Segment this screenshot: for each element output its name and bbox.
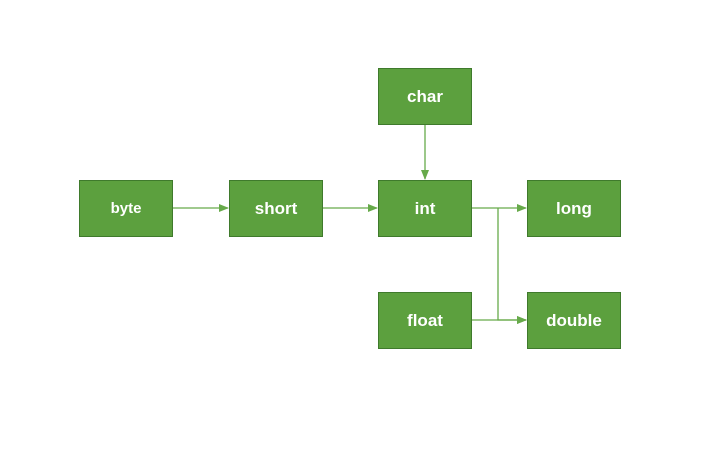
node-float-label: float [407, 310, 443, 330]
node-int: int [378, 180, 472, 237]
node-byte: byte [79, 180, 173, 237]
node-short-label: short [254, 198, 298, 218]
node-float: float [378, 292, 472, 349]
node-char: char [378, 68, 472, 125]
node-short: short [229, 180, 323, 237]
node-double: double [527, 292, 621, 349]
node-int-label: int [414, 198, 436, 218]
edge-int-double [497, 208, 527, 324]
node-char-label: char [407, 86, 443, 106]
node-byte-label: byte [110, 200, 142, 217]
node-double-label: double [546, 310, 602, 330]
node-long-label: long [556, 198, 592, 218]
node-long: long [527, 180, 621, 237]
